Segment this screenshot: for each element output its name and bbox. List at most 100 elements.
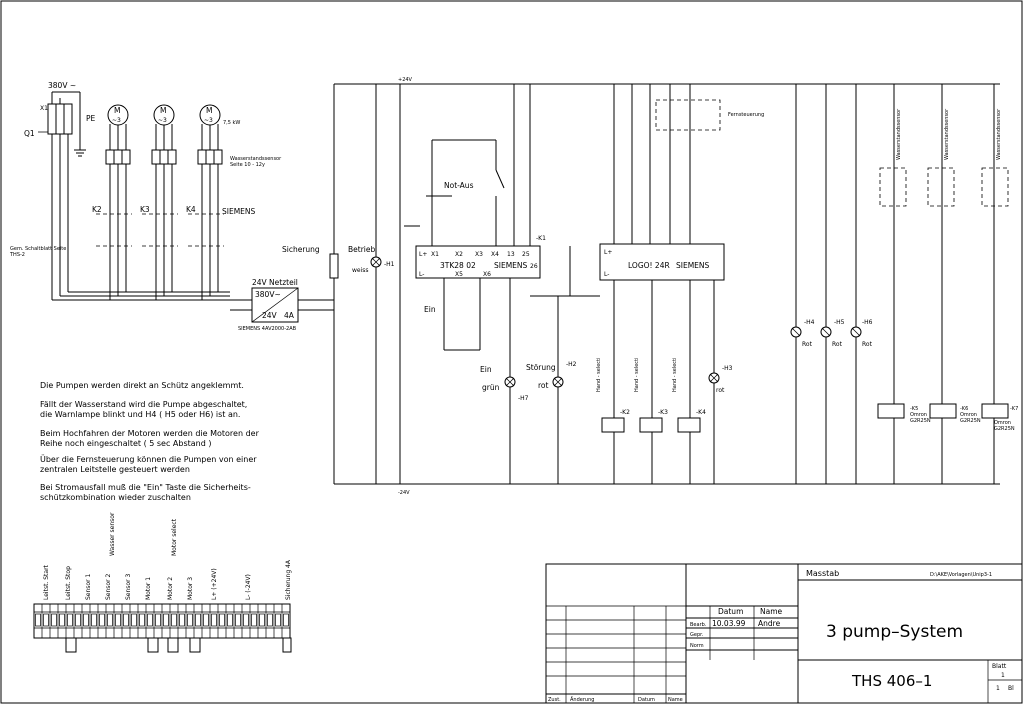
svg-text:rot: rot [538, 381, 549, 390]
footer-datum: Datum [638, 697, 655, 703]
terminal-cell [83, 613, 89, 627]
svg-text:~3: ~3 [112, 117, 121, 124]
svg-text:Störung: Störung [526, 363, 556, 372]
terminal-cell [267, 613, 273, 627]
rail-plus: +24V [398, 77, 413, 83]
row-gepr: Gepr. [690, 632, 704, 638]
svg-text:-K3: -K3 [658, 409, 668, 416]
psu-label: 24V Netzteil [252, 278, 298, 287]
k1-term-7: 25 [522, 251, 530, 258]
footer-name: Name [668, 697, 683, 703]
note-line-1: Die Pumpen werden direkt an Schütz angek… [40, 381, 244, 390]
rail-minus: -24V [398, 490, 410, 496]
drawing-number: THS 406–1 [851, 672, 932, 690]
terminal-group-5: Sensor 3 [125, 574, 132, 600]
svg-text:Sicherung: Sicherung [282, 245, 320, 254]
hand-sel-3: Hand - selecti [672, 358, 678, 392]
sensor-switches [613, 84, 691, 244]
k7-brand: Omron [994, 420, 1011, 426]
scale-label: Masstab [806, 569, 839, 578]
terminal-cell [115, 613, 121, 627]
terminal-cell [187, 613, 193, 627]
control-section: +24V -24V Sicherung Betrieb weiss -H1 L+ [282, 77, 1018, 496]
svg-text:~3: ~3 [204, 117, 213, 124]
svg-text:-H7: -H7 [518, 395, 529, 402]
logo-brand: SIEMENS [676, 261, 710, 270]
svg-text:380V~: 380V~ [255, 290, 281, 299]
note-line-7: zentralen Leitstelle gesteuert werden [40, 465, 190, 474]
svg-text:24V: 24V [262, 311, 278, 320]
terminal-cell [99, 613, 105, 627]
k1-term-5: X4 [491, 251, 499, 258]
terminal-header-motors: Motor select [171, 518, 178, 556]
footer-aenderung: Änderung [570, 696, 594, 703]
terminal-group-8: Motor 3 [187, 577, 194, 600]
svg-text:-H1: -H1 [384, 261, 395, 268]
terminal-cell [91, 613, 97, 627]
note-line-2: Fällt der Wasserstand wird die Pumpe abg… [40, 400, 247, 409]
svg-text:-H2: -H2 [566, 361, 577, 368]
svg-text:M: M [114, 106, 120, 115]
svg-text:grün: grün [482, 383, 500, 392]
note-line-8: Bei Stromausfall muß die "Ein" Taste die… [40, 483, 251, 492]
k7-model: G2R25N [994, 426, 1015, 432]
title-block: Masstab D:\AKE\Vorlagen\Unip3-1 Datum Na… [545, 563, 1023, 704]
bl-label: Bl [1008, 685, 1014, 692]
terminal-strip: Leitst. Start Leitst. Stop Sensor 1 Sens… [33, 512, 292, 653]
psu-24v: 24V Netzteil 380V~ 24V 4A SIEMENS 4AV200… [230, 278, 334, 332]
note-line-4: Beim Hochfahren der Motoren werden die M… [40, 429, 260, 438]
terminal-cell [139, 613, 145, 627]
lamp-h3: -H3 rot [708, 280, 733, 484]
k7-id: -K7 [1010, 406, 1018, 412]
remote-relays: -K5 Omron G2R25N -K6 Omron G2R25N -K7 Om… [877, 84, 1018, 484]
h4-id: -H4 [804, 319, 815, 326]
svg-text:Betrieb: Betrieb [348, 245, 375, 254]
svg-text:-K2: -K2 [620, 409, 630, 416]
terminal-cell [147, 613, 153, 627]
x1-label: X1 [40, 105, 48, 112]
k6-brand: Omron [960, 412, 977, 418]
lamp-h7: Ein grün -H7 [480, 278, 529, 484]
svg-text:Fernsteuerung: Fernsteuerung [728, 112, 764, 118]
siemens-label: SIEMENS [222, 207, 256, 216]
svg-text:4A: 4A [284, 311, 295, 320]
note-line-9: schützkombination wieder zuschalten [40, 493, 191, 502]
sensor-3-label: Wasserstandssensor [996, 108, 1002, 160]
note-line-6: Über die Fernsteuerung können die Pumpen… [40, 454, 257, 464]
warn-lamps: -H4 Rot -H5 Rot -H6 Rot [790, 84, 873, 484]
k6-id: -K6 [960, 406, 968, 412]
svg-text:-H3: -H3 [722, 365, 733, 372]
k1-term-6: 13 [507, 251, 515, 258]
k1-bterm-4: 26 [530, 263, 538, 270]
terminal-cell [179, 613, 185, 627]
sensor-2-label: Wasserstandssensor [944, 108, 950, 160]
svg-text:7,5 kW: 7,5 kW [223, 120, 240, 126]
sensor-1-label: Wasserstandssensor [896, 108, 902, 160]
hand-auto-selectors: Hand - selecti Hand - selecti Hand - sel… [596, 280, 706, 484]
terminal-cell [203, 613, 209, 627]
terminal-group-9: L+ (+24V) [211, 568, 218, 600]
terminal-cell [251, 613, 257, 627]
svg-text:M: M [160, 106, 166, 115]
h6-color: Rot [862, 341, 873, 348]
svg-text:~3: ~3 [158, 117, 167, 124]
terminal-cell [171, 613, 177, 627]
terminal-group-11: Sicherung 4A [285, 559, 292, 600]
datum-header: Datum [718, 607, 743, 616]
h5-id: -H5 [834, 319, 845, 326]
k1-bterm-2: X5 [455, 271, 463, 278]
k5-brand: Omron [910, 412, 927, 418]
terminal-cell [51, 613, 57, 627]
logo-model: LOGO! 24R [628, 261, 670, 270]
row-bearb: Bearb. [690, 622, 707, 628]
emergency-stop: Not-Aus [404, 139, 505, 246]
k6-model: G2R25N [960, 418, 981, 424]
not-aus-label: Not-Aus [444, 181, 474, 190]
terminal-header-sensors: Wasser sensor [109, 512, 116, 556]
notes: Die Pumpen werden direkt an Schütz angek… [40, 381, 260, 502]
h4-color: Rot [802, 341, 813, 348]
k1-brand: SIEMENS [494, 261, 528, 270]
safety-relay-k1: L+ X1 X2 X3 X4 13 25 3TK28 02 SIEMENS L-… [399, 84, 546, 484]
terminal-group-7: Motor 2 [167, 577, 174, 600]
svg-text:L+: L+ [604, 249, 612, 256]
